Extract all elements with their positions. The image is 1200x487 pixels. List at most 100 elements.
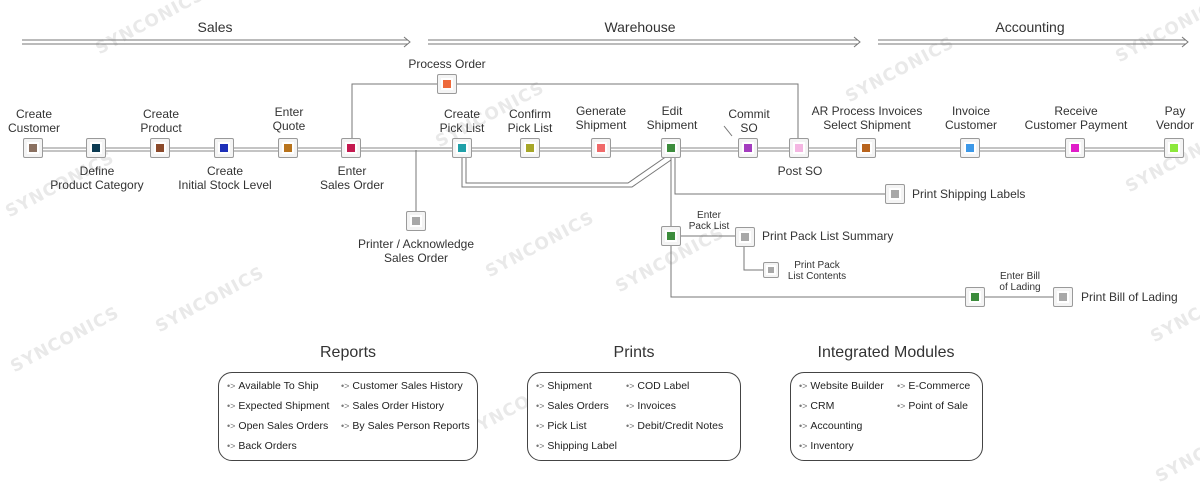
panel-list-item[interactable]: •>Invoices (626, 400, 676, 412)
panel-list-item[interactable]: •>Inventory (799, 440, 854, 452)
panel-list-item-label: Invoices (637, 400, 676, 412)
panel-list-item[interactable]: •>Sales Order History (341, 400, 444, 412)
node-ar-process-invoices[interactable] (856, 138, 876, 158)
panel-list-item[interactable]: •>Point of Sale (897, 400, 968, 412)
panel-list-item[interactable]: •>Pick List (536, 420, 587, 432)
reports-title: Reports (319, 344, 377, 361)
node-post-so[interactable] (789, 138, 809, 158)
panel-list-item-label: Website Builder (810, 380, 884, 392)
label-enter-pack-list: Enter Pack List (688, 210, 730, 232)
label-print-pack-list-summary: Print Pack List Summary (762, 229, 894, 243)
stage-arrow-accounting (878, 36, 1189, 48)
panel-list-item[interactable]: •>Expected Shipment (227, 400, 329, 412)
label-create-initial-stock-level: Create Initial Stock Level (178, 164, 272, 192)
node-printer-acknowledge[interactable] (406, 211, 426, 231)
bullet-icon: •> (536, 421, 545, 431)
panel-list-item[interactable]: •>Website Builder (799, 380, 884, 392)
label-ar-process-invoices: AR Process Invoices Select Shipment (811, 104, 923, 132)
bullet-icon: •> (799, 381, 808, 391)
panel-list-item[interactable]: •>Customer Sales History (341, 380, 463, 392)
panel-list-item[interactable]: •>CRM (799, 400, 834, 412)
label-create-pick-list: Create Pick List (439, 107, 485, 135)
node-invoice-customer[interactable] (960, 138, 980, 158)
bullet-icon: •> (626, 381, 635, 391)
node-process-order[interactable] (437, 74, 457, 94)
node-define-product-category[interactable] (86, 138, 106, 158)
stage-title-warehouse: Warehouse (604, 19, 676, 35)
label-pay-vendor: Pay Vendor (1155, 104, 1195, 132)
bullet-icon: •> (536, 381, 545, 391)
panel-list-item-label: Point of Sale (908, 400, 968, 412)
bullet-icon: •> (341, 421, 350, 431)
bullet-icon: •> (227, 441, 236, 451)
label-print-shipping-labels: Print Shipping Labels (912, 187, 1026, 201)
label-print-pack-list-contents: Print Pack List Contents (787, 260, 847, 282)
panel-list-item[interactable]: •>Shipment (536, 380, 592, 392)
bullet-icon: •> (536, 401, 545, 411)
panel-list-item-label: E-Commerce (908, 380, 971, 392)
bullet-icon: •> (897, 401, 906, 411)
label-enter-sales-order: Enter Sales Order (319, 164, 385, 192)
label-create-product: Create Product (140, 107, 182, 135)
panel-list-item-label: COD Label (637, 380, 690, 392)
modules-panel: •>Website Builder•>CRM•>Accounting•>Inve… (790, 372, 983, 461)
label-commit-so: Commit SO (728, 107, 770, 135)
bullet-icon: •> (799, 421, 808, 431)
node-generate-shipment[interactable] (591, 138, 611, 158)
bullet-icon: •> (626, 421, 635, 431)
node-create-customer[interactable] (23, 138, 43, 158)
node-enter-bill-of-lading[interactable] (965, 287, 985, 307)
bullet-icon: •> (227, 401, 236, 411)
node-commit-so[interactable] (738, 138, 758, 158)
label-print-bill-of-lading: Print Bill of Lading (1081, 290, 1178, 304)
panel-list-item-label: Pick List (547, 420, 587, 432)
panel-list-item-label: Open Sales Orders (238, 420, 329, 432)
bullet-icon: •> (227, 421, 236, 431)
node-confirm-pick-list[interactable] (520, 138, 540, 158)
bullet-icon: •> (799, 441, 808, 451)
panel-list-item-label: Back Orders (238, 440, 297, 452)
panel-list-item[interactable]: •>By Sales Person Reports (341, 420, 470, 432)
node-print-shipping-labels[interactable] (885, 184, 905, 204)
node-print-pack-list-summary[interactable] (735, 227, 755, 247)
panel-list-item[interactable]: •>COD Label (626, 380, 689, 392)
panel-list-item-label: Expected Shipment (238, 400, 330, 412)
panel-list-item-label: Sales Order History (352, 400, 445, 412)
node-enter-pack-list[interactable] (661, 226, 681, 246)
bullet-icon: •> (897, 381, 906, 391)
label-enter-quote: Enter Quote (272, 105, 306, 133)
node-create-initial-stock-level[interactable] (214, 138, 234, 158)
panel-list-item[interactable]: •>Back Orders (227, 440, 297, 452)
panel-list-item-label: Shipment (547, 380, 592, 392)
label-printer-acknowledge: Printer / Acknowledge Sales Order (357, 237, 475, 265)
panel-list-item[interactable]: •>Accounting (799, 420, 862, 432)
node-print-bill-of-lading[interactable] (1053, 287, 1073, 307)
label-enter-bill-of-lading: Enter Bill of Lading (999, 271, 1041, 293)
panel-list-item[interactable]: •>Shipping Label (536, 440, 617, 452)
node-edit-shipment[interactable] (661, 138, 681, 158)
node-enter-sales-order[interactable] (341, 138, 361, 158)
node-enter-quote[interactable] (278, 138, 298, 158)
bullet-icon: •> (341, 381, 350, 391)
panel-list-item[interactable]: •>Sales Orders (536, 400, 609, 412)
node-print-pack-list-contents[interactable] (763, 262, 779, 278)
label-invoice-customer: Invoice Customer (944, 104, 998, 132)
panel-list-item-label: Customer Sales History (352, 380, 463, 392)
node-create-pick-list[interactable] (452, 138, 472, 158)
panel-list-item[interactable]: •>Debit/Credit Notes (626, 420, 723, 432)
stage-arrow-sales (22, 36, 411, 48)
panel-list-item-label: CRM (810, 400, 835, 412)
node-pay-vendor[interactable] (1164, 138, 1184, 158)
node-create-product[interactable] (150, 138, 170, 158)
label-process-order: Process Order (408, 57, 486, 71)
panel-list-item[interactable]: •>Available To Ship (227, 380, 319, 392)
stage-title-sales: Sales (197, 19, 233, 35)
label-generate-shipment: Generate Shipment (575, 104, 627, 132)
panel-list-item[interactable]: •>E-Commerce (897, 380, 970, 392)
modules-title: Integrated Modules (817, 344, 955, 361)
bullet-icon: •> (536, 441, 545, 451)
panel-list-item[interactable]: •>Open Sales Orders (227, 420, 328, 432)
label-create-customer: Create Customer (7, 107, 61, 135)
label-receive-customer-payment: Receive Customer Payment (1024, 104, 1128, 132)
node-receive-customer-payment[interactable] (1065, 138, 1085, 158)
